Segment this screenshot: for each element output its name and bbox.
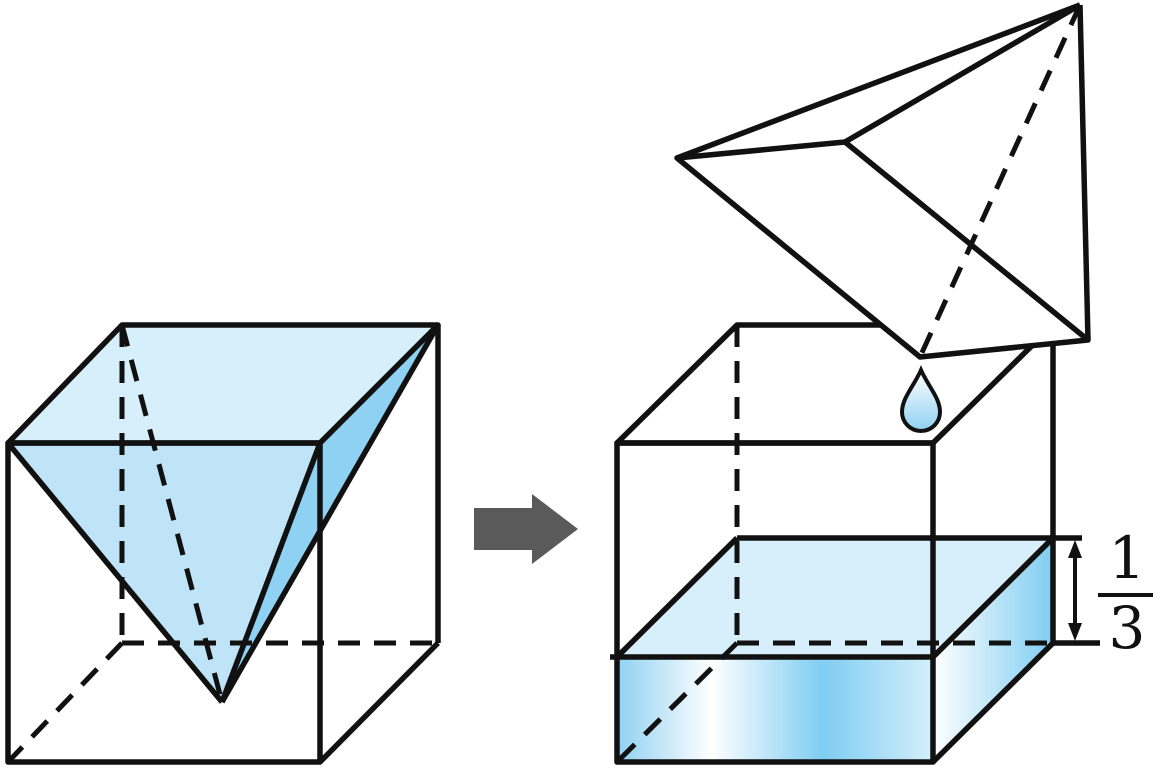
- tilted-pyramid: [674, 2, 1091, 360]
- right-hidden-edges: [615, 325, 1053, 764]
- right-cube-group: [610, 322, 1100, 765]
- water-side-face: [933, 538, 1053, 762]
- pyramid-front-face: [8, 443, 320, 702]
- right-arrow-icon: [474, 494, 578, 564]
- water-level-edges: [610, 535, 1100, 660]
- water-top-surface: [617, 538, 1053, 657]
- water-drop-icon: [899, 365, 943, 433]
- left-cube-group: [5, 322, 441, 765]
- fraction-numerator: 1: [1109, 524, 1146, 592]
- fraction-denominator: 3: [1109, 594, 1146, 662]
- pyramid-edges: [5, 323, 441, 704]
- left-cube-edges: [5, 322, 441, 765]
- water-front-face: [617, 657, 933, 762]
- height-marker: [1068, 540, 1082, 641]
- tilted-pyramid-hidden-edge: [917, 3, 1083, 359]
- pyramid-top-face: [8, 325, 438, 443]
